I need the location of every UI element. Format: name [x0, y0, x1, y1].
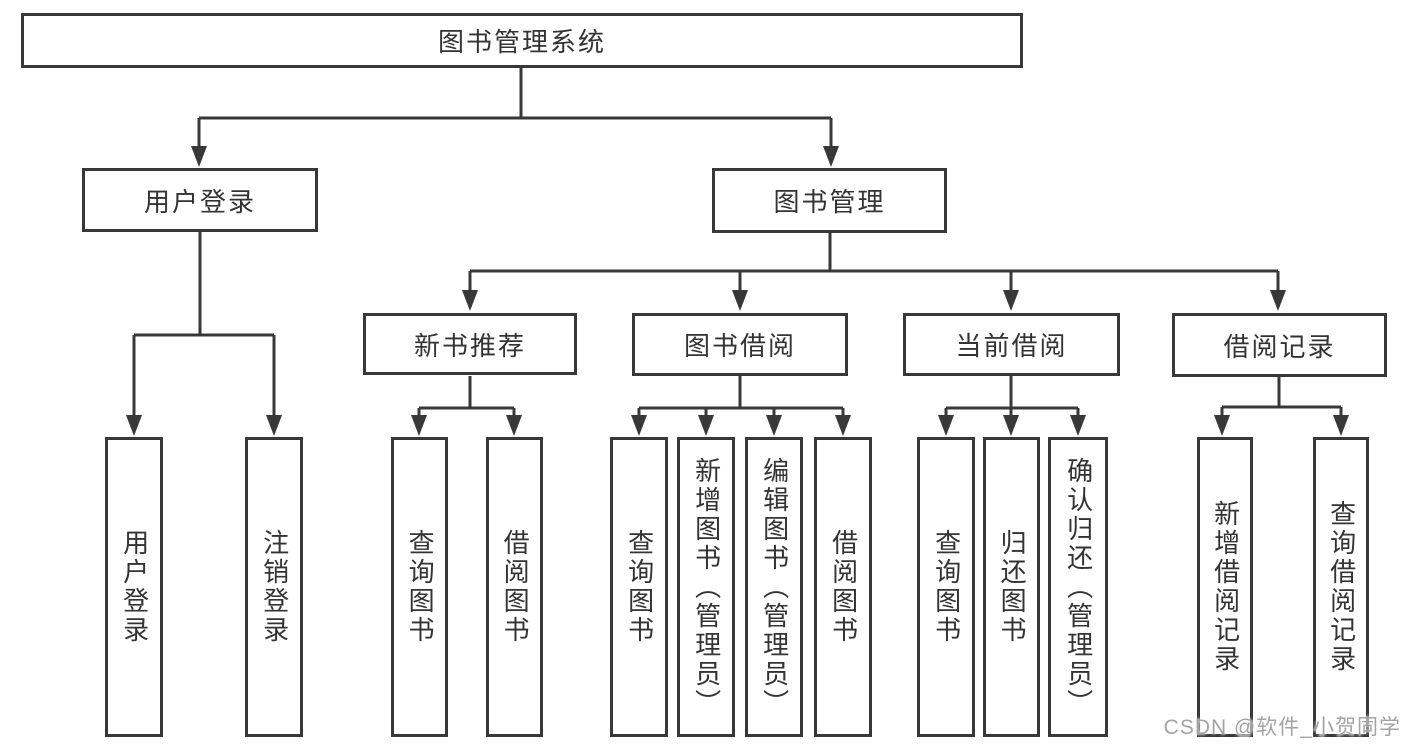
node-label: 新增图书（管理员）	[691, 456, 722, 718]
node-label: 借阅记录	[1223, 331, 1336, 362]
node-label: 归还图书	[997, 529, 1028, 645]
node-label: 查询图书	[624, 529, 655, 645]
leaf-borrow-books-borrow: 借阅图书	[814, 437, 872, 737]
node-label: 确认归还（管理员）	[1063, 456, 1094, 718]
node-label: 图书管理系统	[437, 27, 606, 57]
node-label: 图书借阅	[683, 331, 796, 361]
node-book-management: 图书管理	[712, 168, 947, 233]
leaf-confirm-return-admin: 确认归还（管理员）	[1048, 437, 1108, 737]
leaf-borrow-books-recommend: 借阅图书	[486, 437, 543, 737]
leaf-query-books-recommend: 查询图书	[391, 437, 448, 737]
node-label: 新书推荐	[413, 330, 526, 361]
node-current-borrow: 当前借阅	[903, 313, 1120, 376]
leaf-add-book-admin: 新增图书（管理员）	[677, 437, 735, 737]
node-borrow-records: 借阅记录	[1172, 313, 1387, 377]
node-label: 新增借阅记录	[1210, 500, 1241, 674]
leaf-return-book: 归还图书	[983, 437, 1040, 737]
node-label: 查询借阅记录	[1326, 500, 1357, 674]
leaf-query-books-current: 查询图书	[917, 437, 975, 737]
leaf-edit-book-admin: 编辑图书（管理员）	[745, 437, 803, 737]
node-label: 查询图书	[405, 529, 436, 645]
node-label: 查询图书	[931, 529, 962, 645]
node-label: 当前借阅	[955, 331, 1068, 361]
leaf-query-books-borrow: 查询图书	[610, 437, 668, 737]
leaf-add-borrow-record: 新增借阅记录	[1197, 437, 1253, 737]
leaf-logout: 注销登录	[245, 437, 303, 737]
node-label: 注销登录	[259, 529, 290, 645]
node-user-login: 用户登录	[82, 168, 318, 232]
node-book-borrow: 图书借阅	[632, 313, 848, 376]
arrowheads	[126, 146, 1349, 436]
node-label: 编辑图书（管理员）	[759, 456, 790, 718]
node-label: 借阅图书	[500, 529, 531, 645]
node-label: 图书管理	[773, 187, 886, 217]
leaf-query-borrow-record: 查询借阅记录	[1313, 437, 1369, 737]
node-new-book-recommend: 新书推荐	[363, 313, 577, 375]
node-root: 图书管理系统	[21, 13, 1023, 68]
node-label: 用户登录	[119, 529, 150, 645]
node-label: 用户登录	[143, 186, 256, 217]
leaf-user-login: 用户登录	[105, 437, 163, 737]
node-label: 借阅图书	[828, 529, 859, 645]
